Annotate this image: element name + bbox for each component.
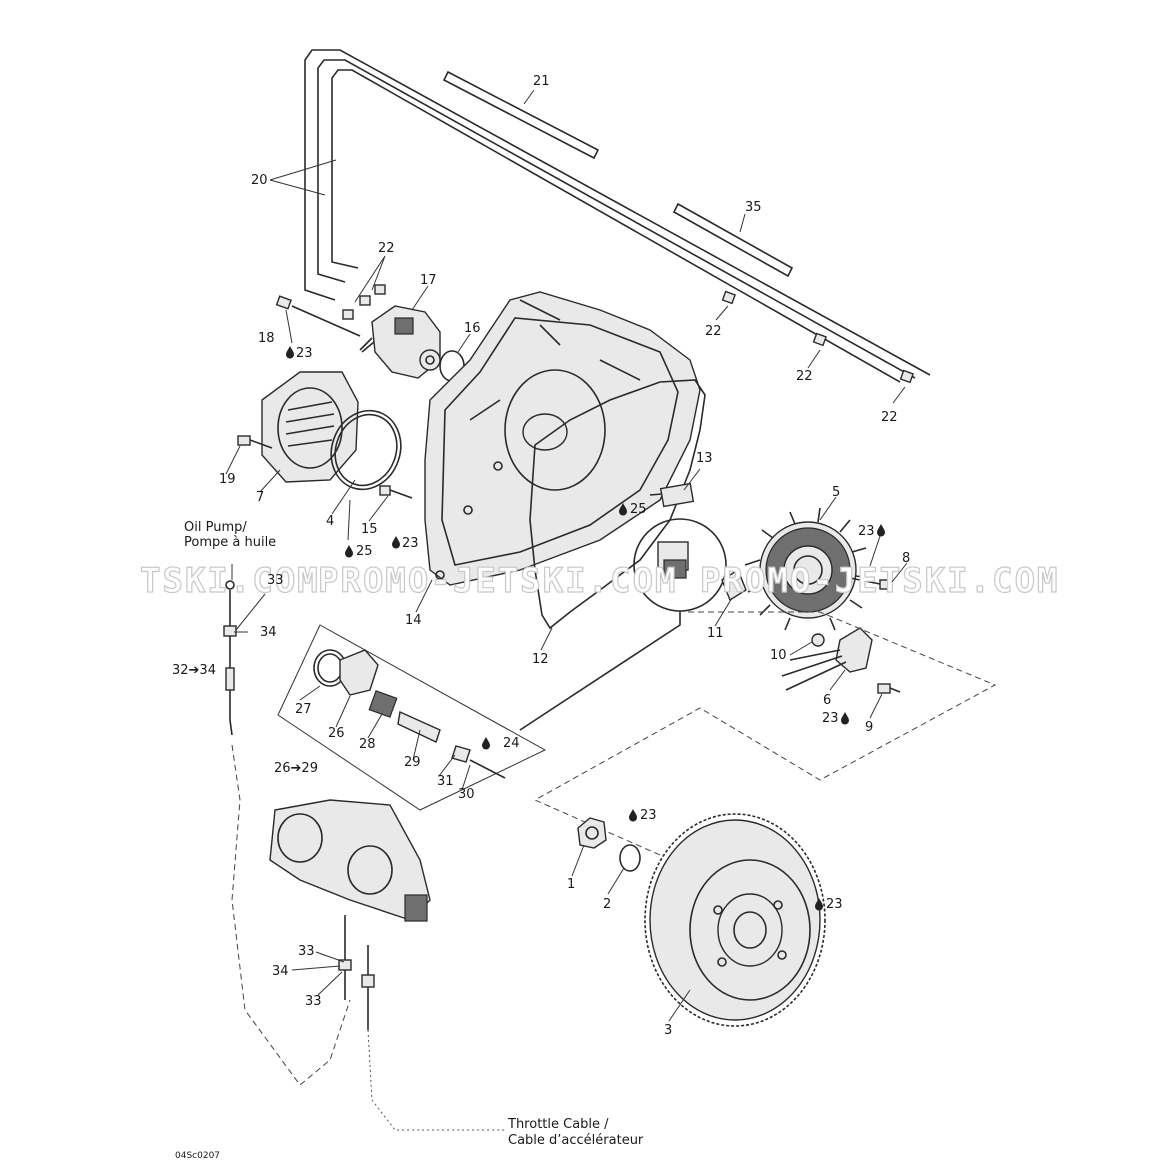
callout-23: 23 — [822, 711, 839, 726]
bolt-19 — [237, 435, 273, 449]
callout-29: 29 — [404, 755, 421, 770]
callout-20: 20 — [251, 173, 268, 188]
callout-2: 2 — [603, 897, 611, 912]
callout-23: 23 — [296, 346, 313, 361]
oil-drop-icon — [841, 712, 849, 725]
callout-34: 34 — [272, 964, 289, 979]
callout-3: 3 — [664, 1023, 672, 1038]
leader-lines — [225, 89, 908, 1022]
callout-27: 27 — [295, 702, 312, 717]
callout-9: 9 — [865, 720, 873, 735]
callout-1: 1 — [567, 877, 575, 892]
throttle-note-en: Throttle Cable / — [507, 1117, 609, 1132]
watermark-right: PROMO-JETSKI.COM — [700, 561, 1060, 601]
throttle-note-fr: Cable d’accélérateur — [508, 1133, 644, 1148]
callout-8: 8 — [902, 551, 910, 566]
callout-6: 6 — [823, 693, 831, 708]
callout-10: 10 — [770, 648, 787, 663]
clamp-22 — [342, 284, 914, 384]
detail-circle — [519, 518, 727, 731]
callout-labels: 1 2 3 4 5 6 7 8 9 10 11 12 13 14 15 16 1… — [172, 74, 910, 1038]
drawing-code: 04Sc0207 — [175, 1151, 220, 1161]
throttle-body — [269, 799, 431, 922]
callout-21: 21 — [533, 74, 550, 89]
callout-12: 12 — [532, 652, 549, 667]
hose-21 — [442, 70, 600, 160]
watermark-left: TSKI.COM — [140, 561, 320, 601]
clip-11 — [721, 568, 747, 602]
callout-24: 24 — [503, 736, 520, 751]
callout-23: 23 — [640, 808, 657, 823]
oil-drop-icon — [877, 524, 885, 537]
o-ring-4 — [330, 409, 402, 491]
oil-drop-icon — [286, 346, 294, 359]
bolt-18 — [275, 295, 361, 337]
callout-28: 28 — [359, 737, 376, 752]
screw-9 — [877, 683, 901, 694]
callout-25: 25 — [356, 544, 373, 559]
oil-drop-icon — [482, 737, 490, 750]
callout-22: 22 — [881, 410, 898, 425]
crankcase-cover — [424, 291, 701, 586]
callout-16: 16 — [464, 321, 481, 336]
callout-11: 11 — [707, 626, 724, 641]
callout-26: 26 — [328, 726, 345, 741]
callout-range-32-34: 32➔34 — [172, 663, 216, 678]
cover-7 — [261, 371, 359, 483]
callout-33: 33 — [305, 994, 322, 1009]
callout-23: 23 — [858, 524, 875, 539]
trigger-coil-6 — [781, 627, 873, 691]
callout-22: 22 — [378, 241, 395, 256]
callout-34: 34 — [260, 625, 277, 640]
flywheel-3 — [644, 813, 826, 1027]
oil-pump-note-fr: Pompe à huile — [184, 535, 276, 550]
oil-drop-icon — [392, 536, 400, 549]
dashed-guide — [533, 611, 997, 856]
oil-drop-icon — [629, 809, 637, 822]
stator-5 — [744, 507, 871, 631]
callout-14: 14 — [405, 613, 422, 628]
callout-4: 4 — [326, 514, 334, 529]
callout-19: 19 — [219, 472, 236, 487]
callout-23: 23 — [826, 897, 843, 912]
oil-pump-cable — [223, 580, 351, 1086]
oil-drop-icon — [345, 545, 353, 558]
callout-31: 31 — [437, 774, 454, 789]
callout-33: 33 — [267, 573, 284, 588]
callout-17: 17 — [420, 273, 437, 288]
sensor-parts — [313, 649, 506, 779]
nut-1 — [577, 817, 607, 849]
callout-18: 18 — [258, 331, 275, 346]
oil-pump-note-en: Oil Pump/ — [184, 520, 247, 535]
callout-range-26-29: 26➔29 — [274, 761, 318, 776]
callout-5: 5 — [832, 485, 840, 500]
callout-22: 22 — [705, 324, 722, 339]
callout-25: 25 — [630, 502, 647, 517]
oil-pump — [359, 305, 441, 379]
callout-30: 30 — [458, 787, 475, 802]
callout-22: 22 — [796, 369, 813, 384]
callout-35: 35 — [745, 200, 762, 215]
callout-23: 23 — [402, 536, 419, 551]
callout-13: 13 — [696, 451, 713, 466]
bolt-8 — [849, 577, 893, 590]
nut-10 — [811, 633, 825, 647]
callout-33: 33 — [298, 944, 315, 959]
oil-lines — [304, 49, 931, 383]
washer-2 — [619, 844, 641, 872]
callout-7: 7 — [256, 490, 264, 505]
throttle-cables — [338, 915, 505, 1131]
callout-15: 15 — [361, 522, 378, 537]
hose-35 — [672, 202, 794, 278]
watermark-center: PROMO-JETSKI.COM — [318, 561, 678, 601]
bolt-15 — [379, 485, 413, 499]
group-box-26-29 — [277, 624, 547, 811]
